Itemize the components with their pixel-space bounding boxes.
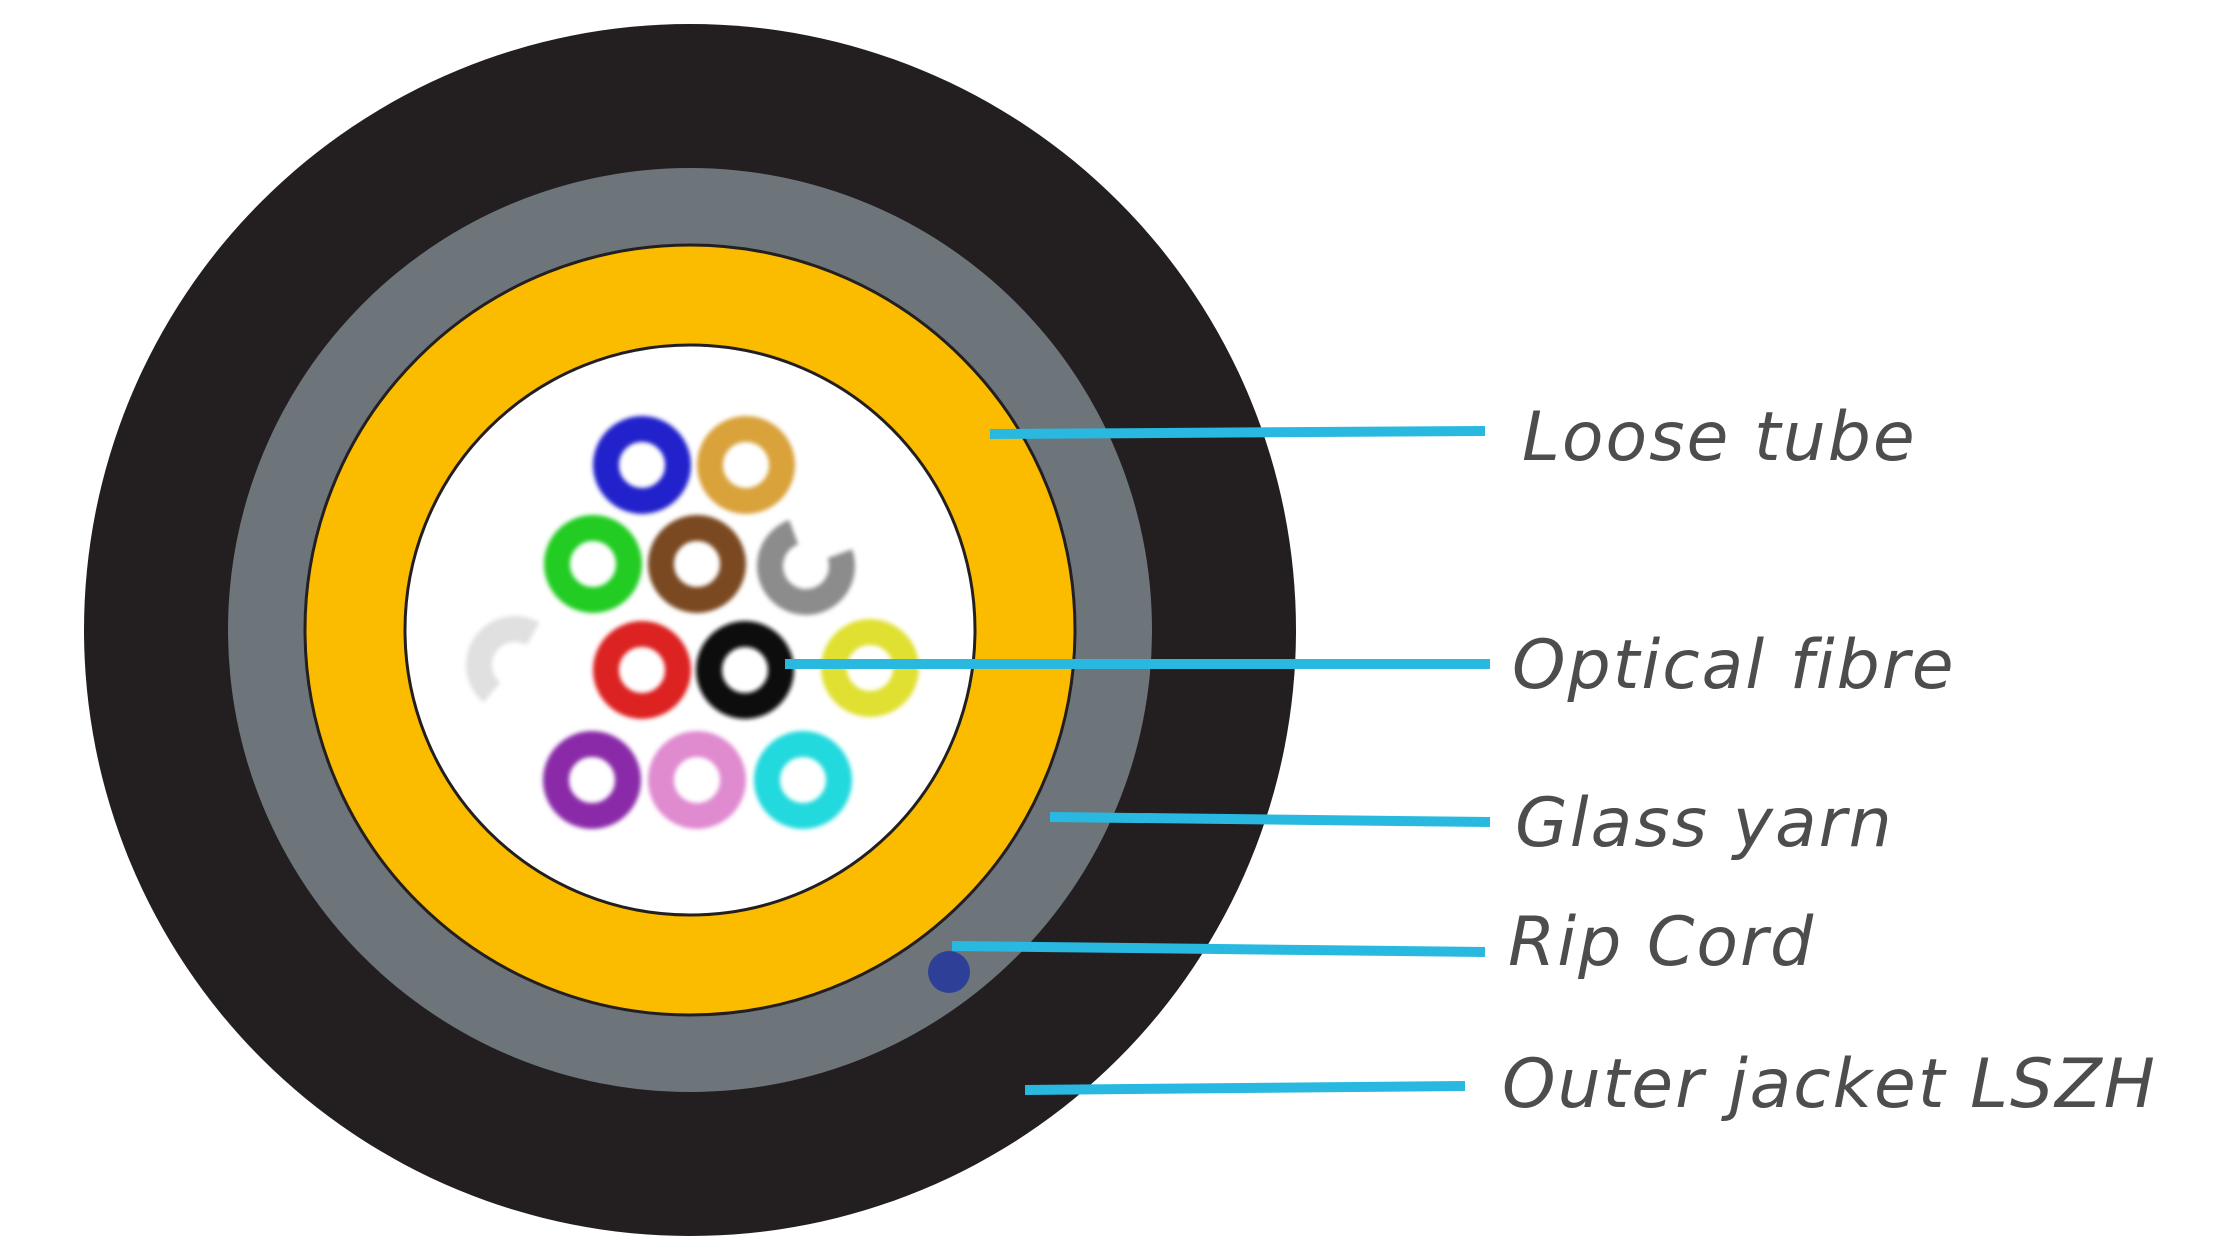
label-outer-jacket: Outer jacket LSZH [1502,1045,2157,1124]
leader-line-loose-tube [989,426,1486,439]
fibre-green [544,515,642,613]
rip-cord [928,951,970,993]
fibre-rose [648,731,746,829]
fibre-red [593,621,691,719]
label-glass-yarn: Glass yarn [1515,784,1894,863]
fibre-blue [593,416,691,514]
fibre-black [696,621,794,719]
fibre-brown [648,515,746,613]
optical-fibre-bundle [466,416,919,829]
fibre-violet [543,731,641,829]
label-loose-tube: Loose tube [1522,398,1917,477]
leader-line-glass-yarn [1049,812,1491,827]
leader-line-rip-cord [951,941,1486,957]
fibre-orange [697,416,795,514]
leader-line-outer-jacket [1024,1081,1466,1095]
label-optical-fibre: Optical fibre [1512,626,1956,705]
fibre-aqua [754,731,852,829]
fibre-grey [757,519,855,615]
label-rip-cord: Rip Cord [1508,903,1815,982]
fibre-white [466,616,540,703]
